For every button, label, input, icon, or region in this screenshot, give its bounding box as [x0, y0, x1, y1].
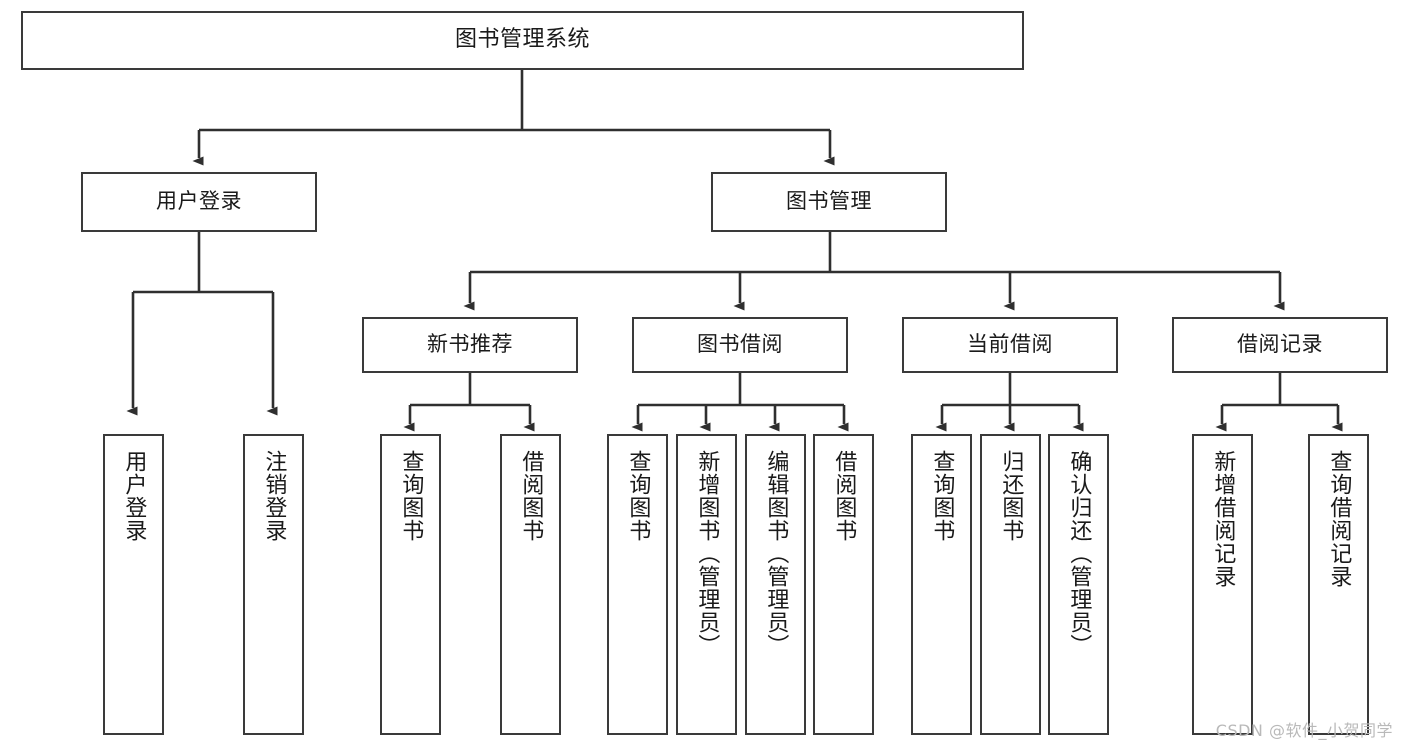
csdn-watermark: CSDN @软件_小贺同学 — [1215, 721, 1393, 740]
node-label: 查询图书 — [398, 450, 424, 542]
node-label: 确认归还（管理员） — [1066, 450, 1092, 657]
leaf-user-login-logout[interactable]: 注销登录 — [243, 434, 304, 735]
node-label: 查询图书 — [625, 450, 651, 542]
node-book-management[interactable]: 图书管理 — [711, 172, 947, 232]
node-label: 借阅记录 — [1237, 332, 1323, 357]
leaf-book-borrow-edit[interactable]: 编辑图书（管理员） — [745, 434, 806, 735]
leaf-current-borrow-query[interactable]: 查询图书 — [911, 434, 972, 735]
node-new-book-recommend[interactable]: 新书推荐 — [362, 317, 578, 373]
node-label: 图书借阅 — [697, 332, 783, 357]
node-label: 用户登录 — [156, 189, 242, 214]
node-root-system[interactable]: 图书管理系统 — [21, 11, 1024, 70]
leaf-book-borrow-query[interactable]: 查询图书 — [607, 434, 668, 735]
node-label: 编辑图书（管理员） — [763, 450, 789, 657]
node-label: 图书管理 — [786, 189, 872, 214]
node-label: 归还图书 — [998, 450, 1024, 542]
leaf-borrow-record-add[interactable]: 新增借阅记录 — [1192, 434, 1253, 735]
node-label: 新增图书（管理员） — [694, 450, 720, 657]
node-label: 用户登录 — [121, 450, 147, 542]
leaf-current-borrow-return[interactable]: 归还图书 — [980, 434, 1041, 735]
leaf-user-login-login[interactable]: 用户登录 — [103, 434, 164, 735]
leaf-new-book-query[interactable]: 查询图书 — [380, 434, 441, 735]
node-label: 查询图书 — [929, 450, 955, 542]
leaf-current-borrow-confirm-return[interactable]: 确认归还（管理员） — [1048, 434, 1109, 735]
node-user-login[interactable]: 用户登录 — [81, 172, 317, 232]
node-book-borrow[interactable]: 图书借阅 — [632, 317, 848, 373]
leaf-borrow-record-query[interactable]: 查询借阅记录 — [1308, 434, 1369, 735]
node-label: 当前借阅 — [967, 332, 1053, 357]
leaf-book-borrow-add[interactable]: 新增图书（管理员） — [676, 434, 737, 735]
node-current-borrow[interactable]: 当前借阅 — [902, 317, 1118, 373]
node-borrow-record[interactable]: 借阅记录 — [1172, 317, 1388, 373]
node-label: 借阅图书 — [518, 450, 544, 542]
node-label: 借阅图书 — [831, 450, 857, 542]
node-label: 注销登录 — [261, 450, 287, 542]
node-label: 新增借阅记录 — [1210, 450, 1236, 588]
leaf-book-borrow-borrow[interactable]: 借阅图书 — [813, 434, 874, 735]
node-label: 新书推荐 — [427, 332, 513, 357]
leaf-new-book-borrow[interactable]: 借阅图书 — [500, 434, 561, 735]
node-label: 查询借阅记录 — [1326, 450, 1352, 588]
node-label: 图书管理系统 — [454, 27, 590, 53]
